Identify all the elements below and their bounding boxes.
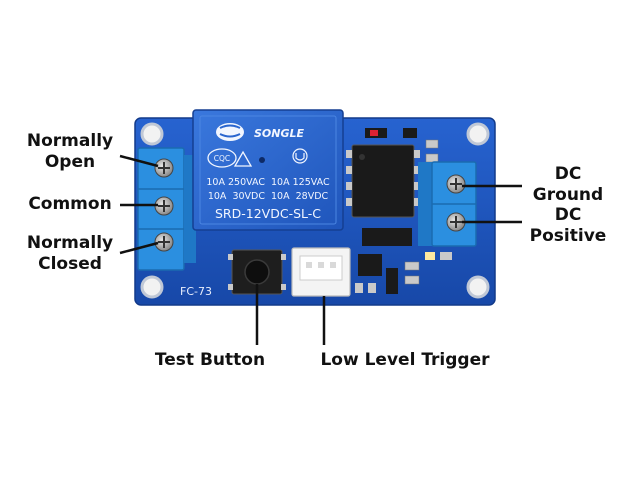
- relay: SONGLE CQC 10A 250VAC 10A 125VAC 10A 30V…: [192, 109, 344, 231]
- label-dc-ground: DC Ground: [532, 164, 604, 205]
- screw-normally-closed: [154, 232, 174, 252]
- relay-dot: [259, 157, 265, 163]
- label-common: Common: [28, 194, 112, 214]
- screw-normally-open: [154, 158, 174, 178]
- screw-dc-ground: [446, 174, 466, 194]
- ul-mark-icon: [292, 148, 308, 164]
- leader-lines: [119, 154, 522, 345]
- power-terminal-block: [418, 161, 477, 247]
- screw-dc-positive: [446, 212, 466, 232]
- warning-triangle-icon: [233, 150, 253, 167]
- leader-normally-open: [119, 154, 159, 168]
- label-normally-open: Normally Open: [26, 131, 114, 172]
- ic-chip: [346, 144, 420, 218]
- leader-normally-closed: [119, 241, 159, 255]
- board-model: FC-73: [180, 285, 212, 298]
- mounting-holes: [140, 122, 490, 299]
- cqc-badge: CQC: [207, 148, 237, 168]
- label-low-level-trigger: Low Level Trigger: [320, 350, 490, 370]
- smd-components: [355, 128, 452, 294]
- songle-logo: [216, 123, 244, 141]
- label-dc-positive: DC Positive: [529, 205, 607, 246]
- screw-common: [154, 196, 174, 216]
- relay-rating-line-1: 10A 250VAC 10A 125VAC: [206, 177, 330, 188]
- output-terminal-block: [137, 147, 196, 271]
- svg-text:CQC: CQC: [214, 154, 230, 163]
- label-test-button: Test Button: [154, 350, 266, 370]
- relay-model: SRD-12VDC-SL-C: [215, 206, 321, 221]
- relay-rating-line-2: 10A 30VDC 10A 28VDC: [208, 191, 329, 202]
- test-push-button: [228, 249, 286, 295]
- trigger-connector: [291, 247, 351, 297]
- relay-brand: SONGLE: [254, 127, 305, 140]
- label-normally-closed: Normally Closed: [26, 233, 114, 274]
